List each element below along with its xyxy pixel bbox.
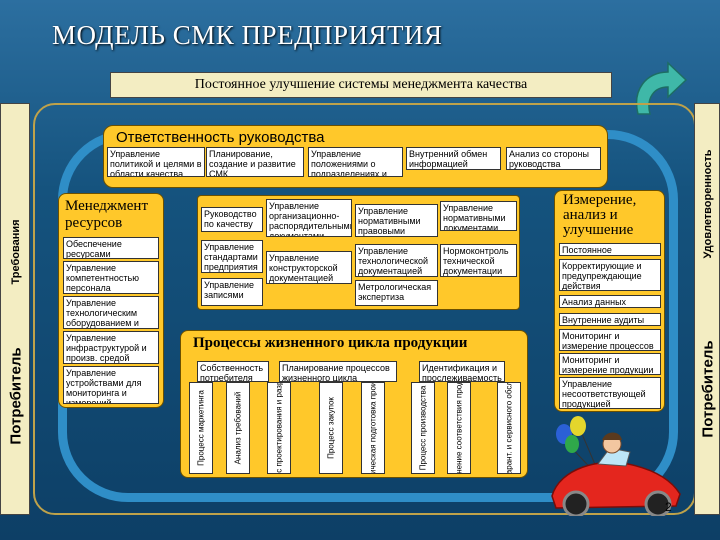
management-item: Управление политикой и целями в области … (107, 147, 205, 177)
doc-item: Руководство по качеству (201, 207, 263, 232)
lifecycle-vertical-item: Процесс закупок (319, 382, 343, 474)
improvement-arrow-icon (635, 61, 688, 115)
resource-item: Управление компетентностью персонала (63, 261, 159, 294)
lifecycle-top-item: Идентификация и прослеживаемость (419, 361, 505, 382)
management-item: Планирование, создание и развитие СМК (206, 147, 304, 177)
consumer-right-label: Потребитель (699, 340, 717, 438)
page-title: МОДЕЛЬ СМК ПРЕДПРИЯТИЯ (52, 20, 443, 50)
measurement-item: Корректирующие и предупреждающие действи… (559, 259, 661, 291)
lifecycle-vertical-item: Процесс гарант. и сервисного обслуживани… (497, 382, 521, 474)
resource-item: Управление технологическим оборудованием… (63, 296, 159, 329)
measurement-item: Анализ данных (559, 295, 661, 308)
lifecycle-processes-box: Процессы жизненного цикла продукции Собс… (180, 330, 528, 478)
resources-title: Менеджмент ресурсов (65, 198, 149, 231)
management-item: Анализ со стороны руководства (506, 147, 601, 170)
car-with-balloons-icon (551, 416, 681, 516)
doc-item: Управление нормативными правовыми актами (355, 204, 438, 237)
satisfaction-label: Удовлетворенность (702, 149, 714, 259)
lifecycle-top-item: Планирование процессов жизненного цикла … (279, 361, 397, 382)
lifecycle-vertical-item: Процесс маркетинга (189, 382, 213, 474)
side-consumer-satisfaction: Удовлетворенность Потребитель (694, 103, 720, 515)
doc-item: Управление конструкторской документацией (266, 251, 352, 284)
lifecycle-vertical-item: Анализ требований (226, 382, 250, 474)
resource-management-box: Менеджмент ресурсов Обеспечение ресурсам… (58, 193, 164, 408)
management-title: Ответственность руководства (116, 129, 325, 146)
measurement-analysis-box: Измерение, анализ и улучшение Постоянное… (554, 190, 665, 412)
continuous-improvement-band: Постоянное улучшение системы менеджмента… (110, 72, 612, 98)
measurement-item: Управление несоответствующей продукцией (559, 377, 661, 409)
resource-item: Обеспечение ресурсами (63, 237, 159, 259)
measurement-title: Измерение, анализ и улучшение (563, 192, 637, 238)
management-responsibility-box: Ответственность руководства Управление п… (103, 125, 608, 188)
doc-item: Метрологическая экспертиза (355, 280, 438, 306)
page-number: 2 (665, 500, 672, 514)
consumer-left-label: Потребитель (7, 347, 25, 445)
lifecycle-title: Процессы жизненного цикла продукции (193, 335, 468, 351)
lifecycle-vertical-item: Технологическая подготовка производства (361, 382, 385, 474)
doc-item: Управление нормативными документами (440, 201, 517, 231)
measurement-item: Мониторинг и измерение процессов (559, 329, 661, 351)
doc-item: Управление записями (201, 278, 263, 306)
doc-item: Управление технологической документацией (355, 244, 438, 277)
management-item: Внутренний обмен информацией (406, 147, 501, 170)
doc-item: Нормоконтроль технической документации (440, 244, 517, 277)
resource-item: Управление устройствами для мониторинга … (63, 366, 159, 404)
documentation-management-box: Руководство по качеству Управление орган… (197, 195, 520, 310)
requirements-label: Требования (10, 219, 22, 285)
measurement-item: Постоянное улучшение (559, 243, 661, 256)
management-item: Управление положениями о подразделениях … (308, 147, 403, 177)
resource-item: Управление инфраструктурой и произв. сре… (63, 331, 159, 364)
lifecycle-top-item: Собственность потребителя (197, 361, 269, 382)
doc-item: Управление стандартами предприятия (201, 240, 263, 273)
improvement-label: Постоянное улучшение системы менеджмента… (194, 77, 528, 92)
lifecycle-vertical-item: Процесс производства (411, 382, 435, 474)
measurement-item: Внутренние аудиты (559, 313, 661, 326)
lifecycle-vertical-item: Процесс проектирования и разработки (267, 382, 291, 474)
doc-item: Управление организационно-распорядительн… (266, 199, 352, 237)
side-consumer-requirements: Требования Потребитель (0, 103, 30, 515)
lifecycle-vertical-item: Сохранение соответствия продукции (447, 382, 471, 474)
measurement-item: Мониторинг и измерение продукции (559, 353, 661, 375)
